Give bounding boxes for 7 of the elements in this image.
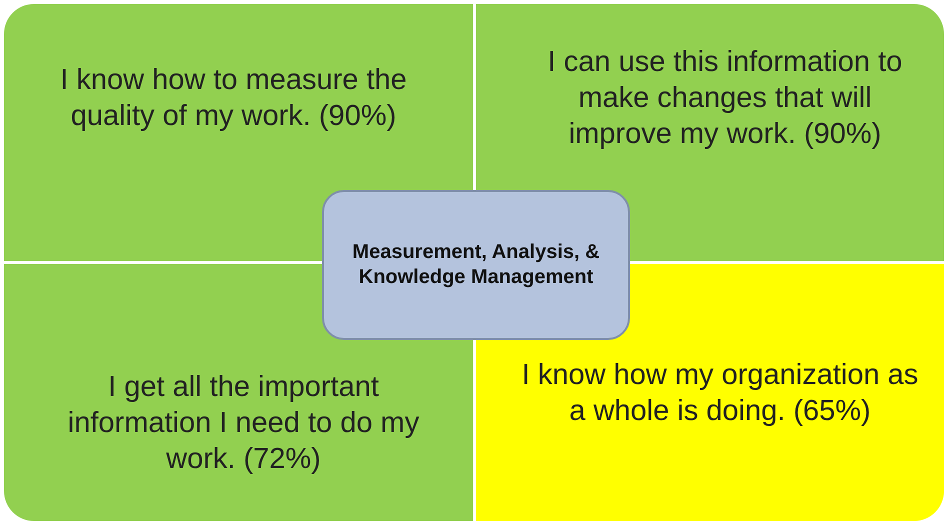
statement-text: I get all the important information I need to do my work. (72%) bbox=[66, 370, 420, 476]
center-box bbox=[322, 190, 630, 340]
statement-text: I know how my organization as a whole is doing. (65%) bbox=[520, 358, 920, 428]
quadrant-panel bbox=[4, 264, 473, 521]
center-label: Measurement, Analysis, & Knowledge Management bbox=[351, 240, 601, 290]
statement-text: I can use this information to make changes that will improve my work. (90%) bbox=[546, 44, 904, 152]
statement-text: I know how to measure the quality of my work. (90%) bbox=[59, 62, 408, 134]
